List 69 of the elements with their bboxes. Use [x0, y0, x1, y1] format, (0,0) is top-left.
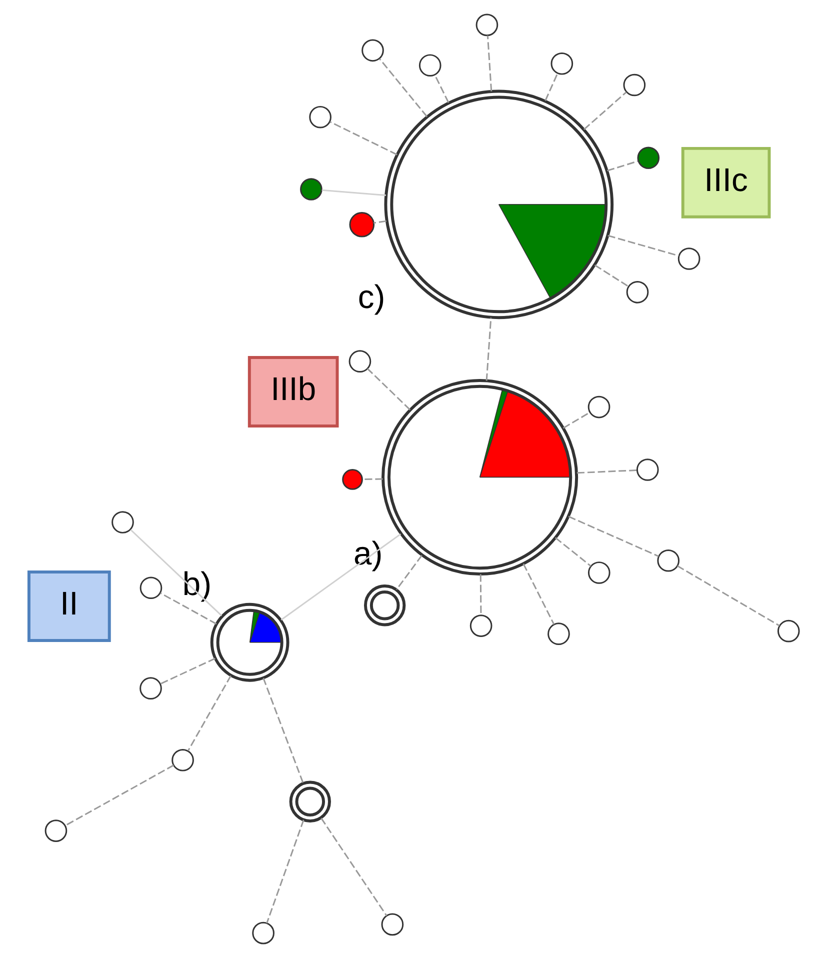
node-box: II: [27, 570, 111, 642]
connector: [65, 764, 174, 826]
node-circle: [381, 913, 404, 936]
node-circle: [548, 622, 570, 646]
node-box: IIIc: [681, 146, 771, 218]
node-circle: [342, 469, 363, 490]
node-circle: [309, 106, 332, 128]
node-circle: [636, 458, 659, 481]
node-circle: [44, 820, 68, 842]
connector: [330, 121, 398, 156]
node-circle: [777, 620, 800, 642]
node-circle: [300, 178, 322, 200]
connector: [486, 318, 492, 381]
connector: [374, 220, 386, 224]
connector: [594, 264, 629, 288]
connector: [160, 592, 217, 625]
node-circle: [140, 576, 162, 600]
node-circle: [112, 511, 134, 534]
node-box: IIIb: [248, 356, 339, 428]
connector: [379, 58, 428, 118]
connector: [606, 160, 638, 172]
node-circle: [349, 212, 375, 238]
connector: [576, 469, 637, 474]
node-circle: [678, 248, 700, 270]
node-circle: [384, 90, 614, 320]
node-circle: [210, 602, 290, 682]
connector: [562, 412, 590, 429]
node-circle: [382, 378, 578, 576]
node-circle: [418, 54, 442, 77]
node-circle: [289, 780, 331, 822]
node-circle: [626, 280, 649, 304]
node-circle: [637, 146, 660, 170]
node-circle: [476, 14, 498, 36]
connector: [434, 74, 450, 103]
connector: [160, 658, 216, 685]
connector: [322, 189, 386, 196]
connector: [280, 533, 402, 620]
node-circle: [657, 549, 680, 572]
connector: [554, 537, 592, 567]
connector: [130, 529, 222, 616]
connector: [266, 820, 304, 924]
node-circle: [588, 396, 610, 418]
node-circle: [362, 39, 384, 62]
connector: [320, 818, 388, 916]
node-label: a): [354, 534, 383, 572]
connector: [187, 675, 232, 752]
node-circle: [623, 74, 646, 96]
node-label: c): [358, 278, 386, 316]
node-circle: [172, 748, 194, 772]
node-circle: [348, 350, 372, 373]
connector: [396, 555, 422, 590]
connector: [677, 565, 780, 626]
connector: [480, 574, 482, 616]
connector: [608, 234, 679, 257]
node-circle: [550, 52, 574, 75]
connector: [362, 478, 383, 480]
node-circle: [470, 614, 492, 637]
node-circle: [364, 584, 406, 626]
node-circle: [588, 562, 610, 584]
connector: [262, 678, 304, 784]
connector: [583, 92, 627, 130]
connector: [367, 368, 411, 410]
connector: [568, 516, 659, 557]
connector: [544, 73, 558, 101]
connector: [522, 563, 555, 625]
node-circle: [252, 922, 274, 944]
node-circle: [140, 677, 162, 700]
connector: [486, 36, 492, 92]
node-label: b): [182, 564, 212, 602]
